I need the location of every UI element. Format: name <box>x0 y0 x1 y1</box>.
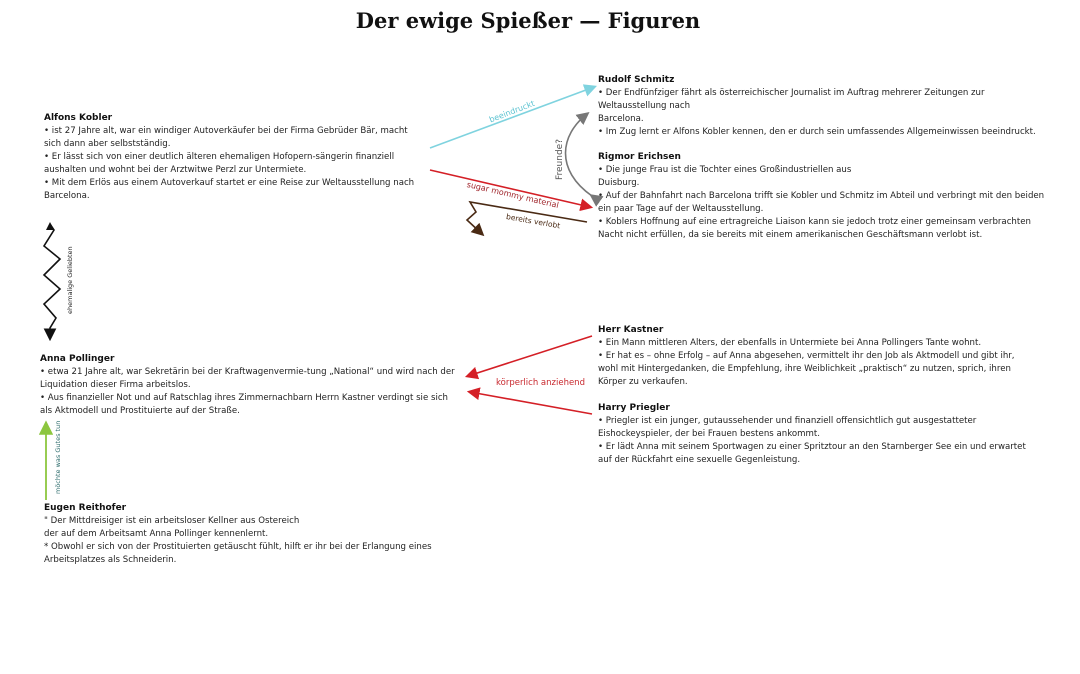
character-fact: • Er lädt Anna mit seinem Sportwagen zu … <box>598 442 1026 465</box>
character-name: Rudolf Schmitz <box>598 75 675 85</box>
character-fact: • Koblers Hoffnung auf eine ertragreiche… <box>598 217 1031 240</box>
character-name: Herr Kastner <box>598 325 664 335</box>
character-fact: • Aus finanzieller Not und auf Ratschlag… <box>40 393 449 416</box>
character-fact: • Er lässt sich von einer deutlich älter… <box>44 152 395 175</box>
character-name: Harry Priegler <box>598 403 670 413</box>
character-fact: • ist 27 Jahre alt, war ein windiger Aut… <box>44 126 408 149</box>
character-card-erichsen: Rigmor Erichsen • Die junge Frau ist die… <box>598 151 1053 242</box>
page-title: Der ewige Spießer — Figuren <box>355 8 701 33</box>
label-ehemalige-geliebten: ehemalige Geliebten <box>66 246 74 314</box>
character-name: Rigmor Erichsen <box>598 152 681 162</box>
character-card-pollinger: Anna Pollinger • etwa 21 Jahre alt, war … <box>40 353 455 418</box>
character-fact: • Der Endfünfziger fährt als österreichi… <box>598 88 985 111</box>
character-fact: * Obwohl er sich von der Prostituierten … <box>44 542 432 565</box>
character-fact: " Der Mittdreisiger ist ein arbeitsloser… <box>44 516 300 526</box>
label-sugar-mommy: sugar mommy material <box>465 180 560 210</box>
label-gutes-tun: möchte was Gutes tun <box>54 420 62 494</box>
character-card-priegler: Harry Priegler • Priegler ist ein junger… <box>598 402 1028 467</box>
character-fact: • Priegler ist ein junger, gutaussehende… <box>598 416 977 439</box>
arrow-ehemalige-geliebten <box>42 223 62 342</box>
label-bereits-verlobt: bereits verlobt <box>505 212 561 231</box>
character-fact: • Er hat es – ohne Erfolg – auf Anna abg… <box>598 351 1015 387</box>
arrow-sugar-mommy <box>429 169 594 212</box>
label-koerperlich-anziehend: körperlich anziehend <box>496 378 585 388</box>
character-fact: • Auf der Bahnfahrt nach Barcelona triff… <box>598 191 1045 214</box>
arrow-beeindruckt <box>429 84 597 149</box>
label-beeindruckt: beeindruckt <box>488 98 536 125</box>
arrow-priegler-anziehend <box>466 387 593 415</box>
character-name: Alfons Kobler <box>44 113 113 123</box>
character-card-schmitz: Rudolf Schmitz • Der Endfünfziger fährt … <box>598 74 1053 139</box>
character-fact: der auf dem Arbeitsamt Anna Pollinger ke… <box>44 529 269 539</box>
character-fact: • etwa 21 Jahre alt, war Sekretärin bei … <box>40 367 455 390</box>
character-fact: Barcelona. <box>598 114 644 124</box>
character-card-kobler: Alfons Kobler • ist 27 Jahre alt, war ei… <box>44 112 424 203</box>
arrow-kastner-anziehend <box>464 335 593 380</box>
character-card-kastner: Herr Kastner • Ein Mann mittleren Alters… <box>598 324 1028 389</box>
character-name: Eugen Reithofer <box>44 503 127 513</box>
character-fact: • Mit dem Erlös aus einem Autoverkauf st… <box>44 178 415 201</box>
character-fact: • Im Zug lernt er Alfons Kobler kennen, … <box>598 127 1036 137</box>
character-fact: • Die junge Frau ist die Tochter eines G… <box>598 165 852 175</box>
label-freunde: Freunde? <box>555 139 565 180</box>
character-name: Anna Pollinger <box>40 354 115 364</box>
character-card-reithofer: Eugen Reithofer " Der Mittdreisiger ist … <box>44 502 494 567</box>
character-fact: Duisburg. <box>598 178 640 188</box>
arrow-freunde <box>564 112 604 207</box>
character-fact: • Ein Mann mittleren Alters, der ebenfal… <box>598 338 982 348</box>
